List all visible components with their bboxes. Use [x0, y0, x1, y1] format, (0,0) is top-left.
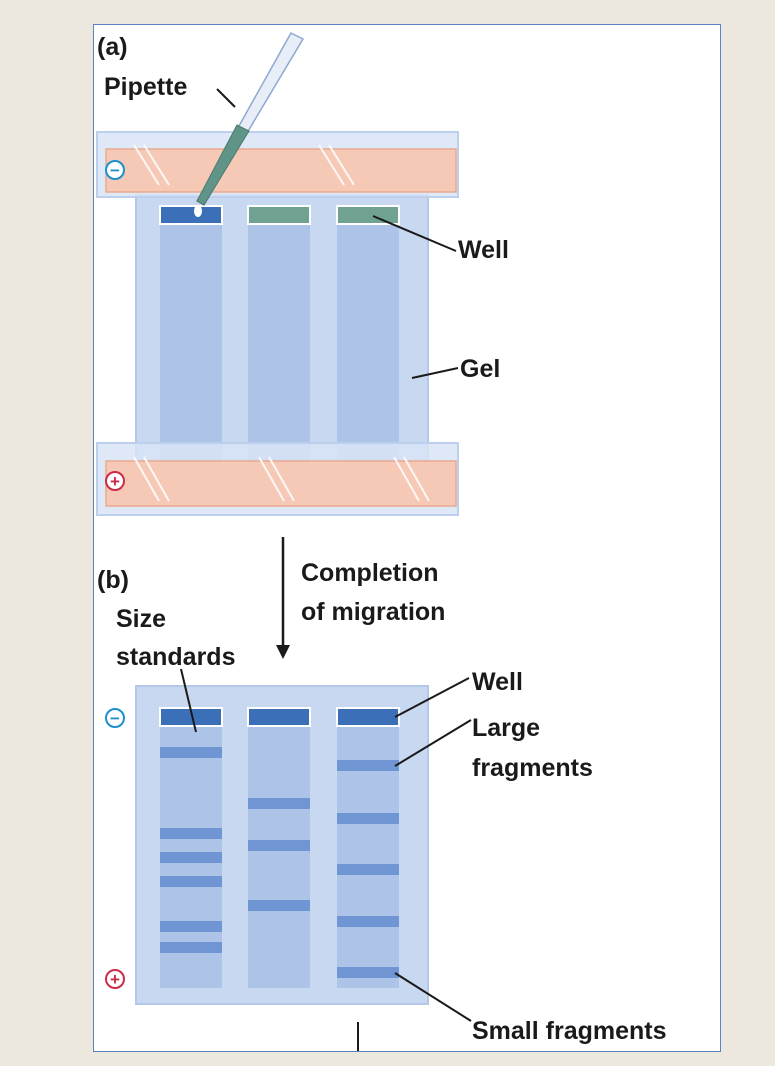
band-lane3 [337, 760, 399, 771]
small-fragments-leader-line [394, 972, 472, 1022]
well-b-2 [247, 707, 311, 727]
band-lane1 [160, 942, 222, 953]
diagram-canvas: (a) Pipette − + [96, 32, 667, 1051]
band-lane1 [160, 852, 222, 863]
large-fragments-leader-line [394, 719, 472, 767]
positive-electrode-icon-b [105, 969, 125, 989]
positive-symbol-a: + [110, 472, 120, 491]
completion-text-line2: of migration [301, 598, 445, 626]
negative-electrode-icon-b [105, 708, 125, 728]
size-standards-line1: Size [116, 605, 166, 633]
band-lane1 [160, 747, 222, 758]
panel-a-label: (a) [97, 33, 128, 61]
gel-label: Gel [460, 355, 500, 383]
well-label-b: Well [472, 668, 523, 696]
size-standards-line2: standards [116, 643, 235, 671]
pipette-icon [194, 32, 305, 217]
band-lane1 [160, 828, 222, 839]
band-lane3 [337, 916, 399, 927]
well-b-3 [336, 707, 400, 727]
small-fragments-label: Small fragments [472, 1017, 667, 1045]
lane-a-2 [248, 205, 310, 467]
well-a-2-sample [247, 205, 311, 225]
negative-electrode-icon-a [105, 160, 125, 180]
well-a-1-loaded [159, 205, 223, 225]
pipette-leader-line [216, 88, 236, 108]
band-lane3 [337, 864, 399, 875]
lane-b-3 [337, 708, 399, 988]
negative-symbol-b: − [110, 709, 120, 728]
band-lane3 [337, 813, 399, 824]
migration-arrowhead-icon [276, 645, 290, 659]
well-leader-line-b [394, 677, 470, 718]
lane-a-3 [337, 205, 399, 467]
band-lane1 [160, 876, 222, 887]
band-lane2 [248, 900, 310, 911]
size-standards-leader-line [180, 668, 197, 733]
band-lane2 [248, 840, 310, 851]
well-a-3-sample [336, 205, 400, 225]
large-fragments-line1: Large [472, 714, 540, 742]
panel-b-label: (b) [97, 566, 129, 594]
gel-apparatus-a: − + [96, 131, 459, 516]
large-fragments-line2: fragments [472, 754, 593, 782]
gel-b: − + [105, 685, 429, 1005]
band-lane3 [337, 967, 399, 978]
band-lane2 [248, 798, 310, 809]
electrode-buffer-top [105, 148, 457, 193]
band-lane1 [160, 921, 222, 932]
pipette-label: Pipette [104, 73, 187, 101]
lane-a-1 [160, 205, 222, 467]
completion-text-line1: Completion [301, 559, 439, 587]
positive-symbol-b: + [110, 970, 120, 989]
well-label-a: Well [458, 236, 509, 264]
negative-symbol-a: − [110, 161, 120, 180]
gel-leader-line [411, 367, 459, 379]
gel-electrophoresis-figure: (a) Pipette − + [93, 24, 721, 1052]
well-leader-line-a [372, 215, 457, 252]
positive-electrode-icon-a [105, 471, 125, 491]
